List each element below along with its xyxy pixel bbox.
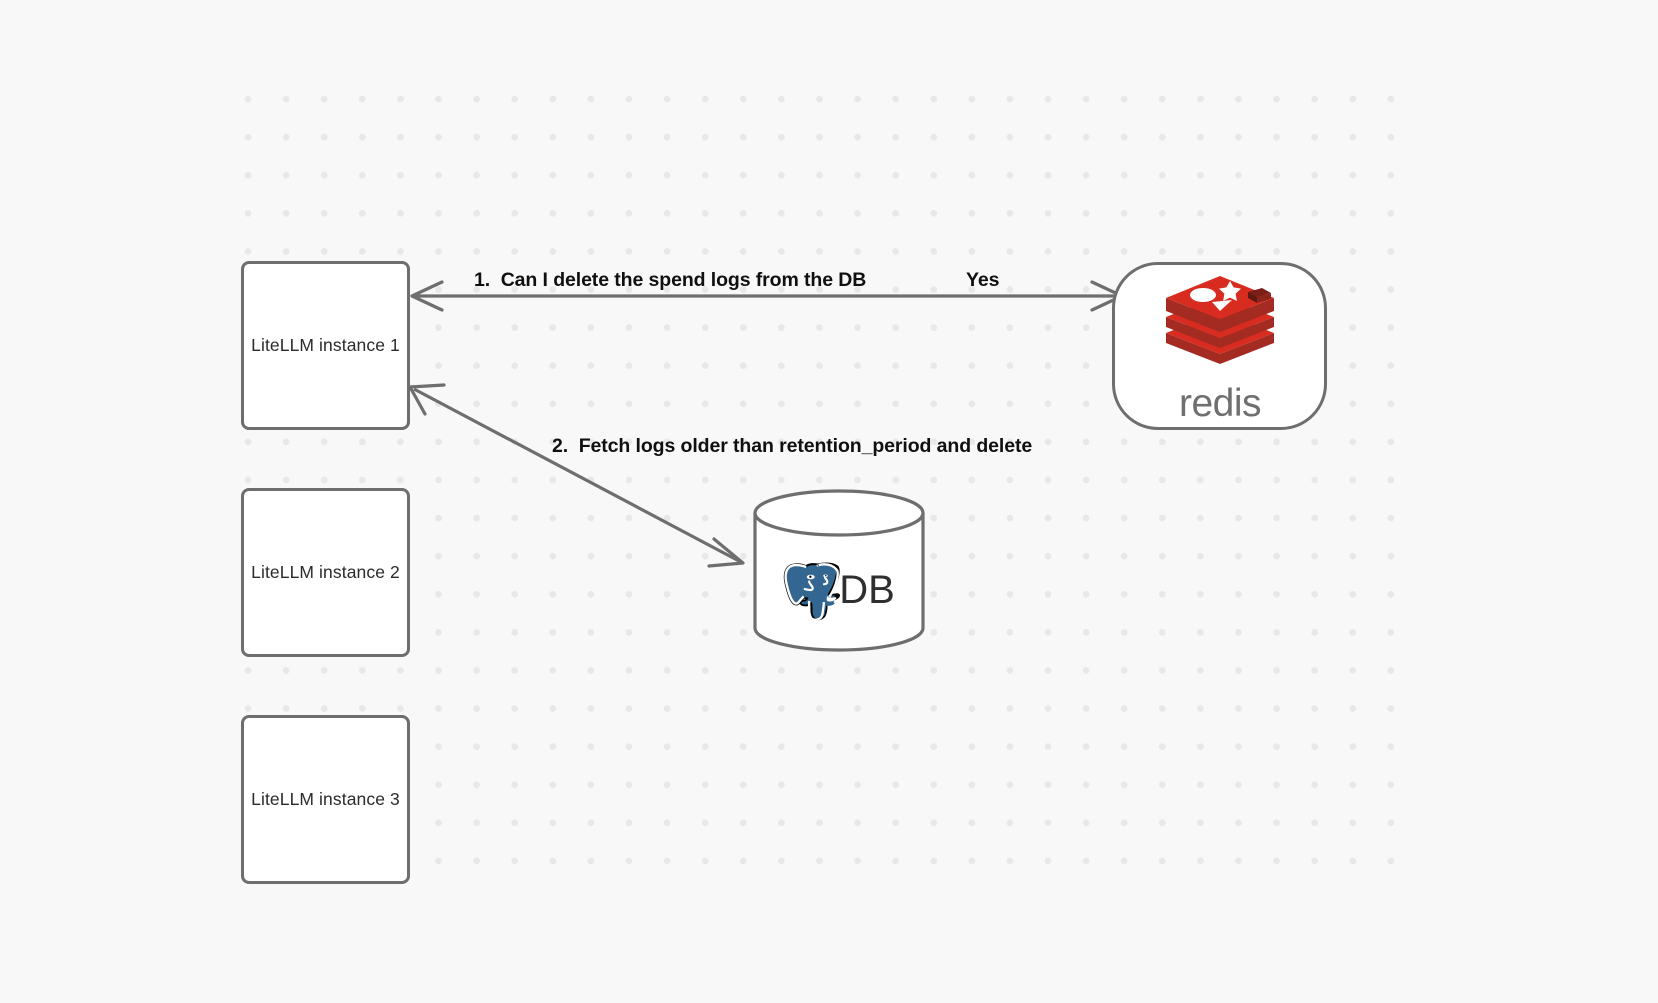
arrowhead-left (410, 280, 444, 312)
postgresql-elephant-icon (784, 562, 841, 621)
node-litellm-instance-1[interactable]: LiteLLM instance 1 (241, 261, 410, 430)
node-litellm-instance-2[interactable]: LiteLLM instance 2 (241, 488, 410, 657)
db-content: DB (752, 541, 926, 637)
cylinder-shape (753, 489, 925, 652)
node-label: LiteLLM instance 2 (251, 562, 400, 582)
arrowhead-downright (707, 537, 745, 568)
redis-wordmark: redis (1178, 385, 1261, 425)
node-litellm-instance-3[interactable]: LiteLLM instance 3 (241, 715, 410, 884)
edge-label-step-2: 2. Fetch logs older than retention_perio… (552, 435, 1033, 457)
node-redis[interactable]: redis (1112, 262, 1327, 430)
arrowhead-upleft (408, 383, 446, 416)
node-label: LiteLLM instance 3 (251, 789, 400, 809)
edge-label-step-1: 1. Can I delete the spend logs from the … (474, 269, 867, 291)
db-label: DB (839, 568, 895, 612)
edge-label-step-1-response: Yes (966, 269, 1000, 291)
node-label: LiteLLM instance 1 (251, 335, 400, 355)
node-database[interactable]: DB (752, 489, 926, 652)
svg-text:redis: redis (1178, 385, 1260, 425)
redis-logo-icon (1165, 276, 1274, 364)
edge-litellm1-to-db (408, 383, 745, 568)
